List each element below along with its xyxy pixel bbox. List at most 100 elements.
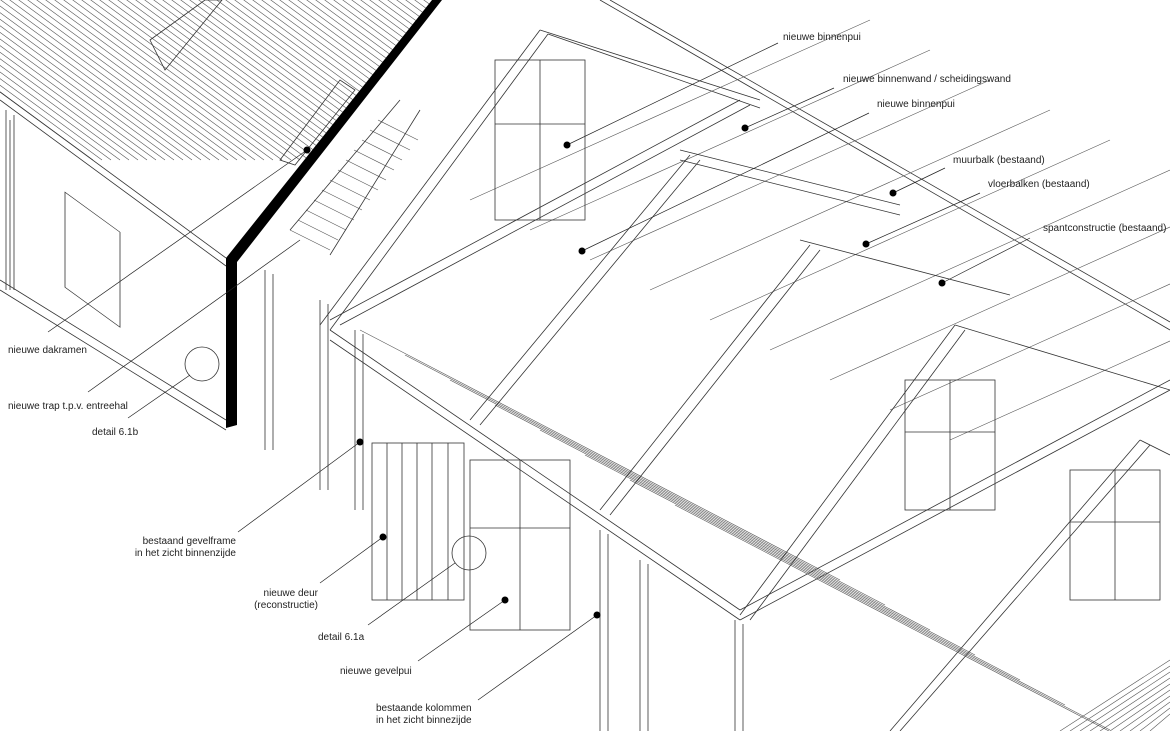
drawing-line: [504, 0, 804, 160]
drawing-line: [329, 329, 741, 611]
drawing-line: [1099, 683, 1170, 731]
drawing-line: [215, 0, 432, 161]
drawing-line: [197, 0, 432, 161]
drawing-line: [0, 0, 157, 161]
drawing-line: [329, 99, 741, 321]
drawing-line: [584, 454, 1066, 706]
drawing-line: [0, 0, 229, 161]
drawing-line: [0, 0, 193, 161]
drawing-line: [314, 0, 432, 161]
drawing-line: [329, 33, 549, 331]
label-nieuwe-binnenpui: nieuwe binnenpui: [783, 32, 861, 43]
drawing-line: [674, 504, 1110, 731]
drawing-line: [17, 0, 319, 161]
drawing-line: [296, 0, 432, 161]
drawing-line: [329, 179, 371, 201]
door: [371, 442, 465, 601]
drawing-line: [469, 154, 691, 421]
drawing-line: [1119, 695, 1170, 731]
drawing-line: [899, 444, 1151, 731]
drawing-line: [0, 0, 130, 161]
drawing-line: [404, 354, 886, 606]
drawing-line: [529, 49, 931, 231]
drawing-line: [350, 0, 432, 161]
drawing-line: [0, 0, 166, 161]
drawing-line: [739, 324, 956, 616]
drawing-line: [359, 329, 841, 581]
label-gevelframe-2: in het zicht binnenzijde: [135, 548, 237, 559]
drawing-line: [0, 0, 220, 161]
drawing-line: [479, 159, 701, 426]
drawing-line: [1149, 713, 1170, 731]
label-spantconstructie: spantconstructie (bestaand): [1043, 223, 1166, 234]
drawing-line: [1069, 665, 1170, 731]
drawing-line: [251, 0, 432, 161]
drawing-line: [313, 199, 355, 221]
drawing-line: [35, 0, 337, 161]
drawing-line: [0, 0, 148, 161]
drawing-line: [0, 0, 139, 161]
drawing-line: [0, 0, 49, 161]
drawing-line: [233, 0, 432, 161]
drawing-line: [477, 0, 777, 160]
drawing-line: [329, 339, 741, 621]
label-detail-6-1a: detail 6.1a: [318, 632, 365, 643]
drawing-line: [679, 159, 901, 216]
drawing-line: [337, 169, 379, 191]
roof-window: [149, 0, 223, 71]
label-nieuwe-deur: nieuwe deur: [264, 588, 319, 599]
drawing-line: [431, 0, 432, 161]
drawing-line: [404, 0, 432, 161]
drawing-line: [629, 479, 1111, 731]
drawing-line: [0, 0, 301, 161]
drawing-line: [513, 0, 813, 160]
drawing-line: [1109, 689, 1170, 731]
drawing-line: [0, 0, 274, 161]
drawing-line: [0, 0, 256, 161]
drawing-line: [80, 0, 382, 161]
drawing-line: [242, 0, 432, 161]
drawing-line: [289, 229, 331, 251]
drawing-line: [0, 0, 184, 161]
drawing-line: [297, 219, 339, 241]
drawing-line: [1139, 707, 1170, 731]
drawing-line: [345, 159, 387, 181]
drawing-line: [0, 0, 112, 161]
section-cut-line: [226, 0, 442, 428]
drawing-line: [224, 0, 432, 161]
label-nieuwe-binnenpui-2: nieuwe binnenpui: [877, 99, 955, 110]
drawing-line: [0, 0, 103, 161]
drawing-line: [329, 109, 421, 256]
label-nieuwe-binnenwand: nieuwe binnenwand / scheidingswand: [843, 74, 1011, 85]
drawing-line: [359, 0, 432, 161]
drawing-line: [361, 139, 403, 161]
left-facade: [0, 91, 227, 431]
drawing-line: [649, 109, 1051, 291]
drawing-line: [413, 0, 432, 161]
drawing-line: [62, 0, 364, 161]
label-bestaande-kolommen-2: in het zicht binnezijde: [376, 715, 472, 726]
drawing-line: [522, 0, 822, 160]
drawing-line: [369, 129, 411, 151]
drawing-line: [0, 0, 247, 161]
drawing-line: [739, 379, 1170, 611]
drawing-line: [0, 0, 85, 161]
drawing-line: [547, 33, 761, 109]
label-bestaande-kolommen: bestaande kolommen: [376, 703, 472, 714]
drawing-line: [769, 169, 1170, 351]
drawing-line: [1059, 659, 1170, 731]
drawing-line: [539, 29, 761, 101]
drawing-line: [889, 439, 1141, 731]
label-nieuwe-trap: nieuwe trap t.p.v. entreehal: [8, 401, 128, 412]
drawing-line: [0, 0, 265, 161]
drawing-line: [799, 239, 1011, 296]
annotation-labels: nieuwe binnenpui nieuwe binnenwand / sch…: [8, 32, 1166, 726]
drawing-line: [599, 244, 811, 511]
drawing-line: [260, 0, 432, 161]
drawing-line: [739, 389, 1170, 621]
drawing-line: [305, 0, 432, 161]
drawing-line: [0, 0, 292, 161]
drawing-line: [829, 226, 1170, 381]
drawing-line: [449, 379, 931, 631]
drawing-line: [377, 119, 419, 141]
